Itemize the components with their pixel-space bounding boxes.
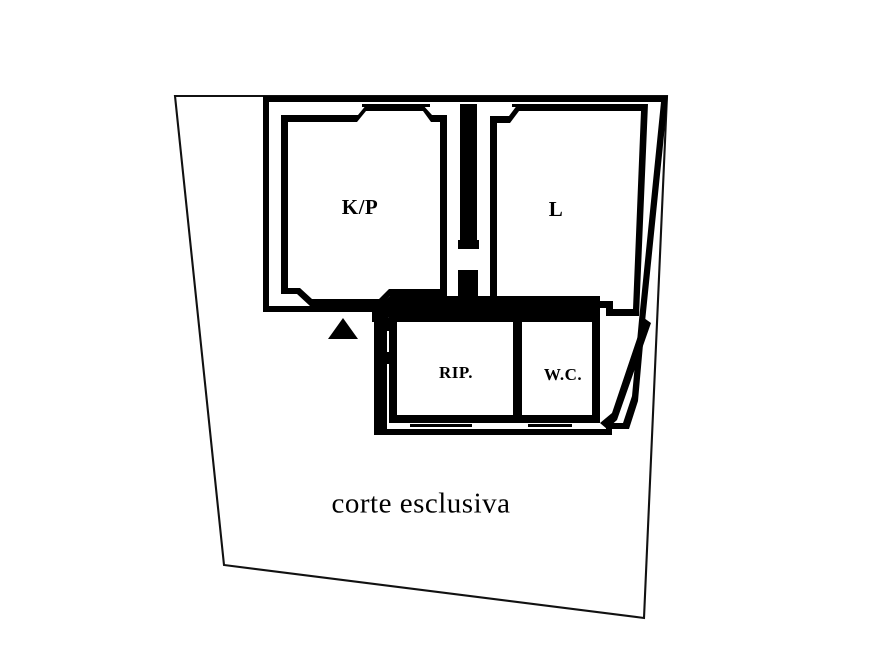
room-label-l: L	[549, 197, 564, 221]
window-rip-bottom	[410, 424, 472, 433]
window-wc-bottom	[528, 424, 572, 433]
window-l-top	[512, 97, 562, 107]
rooms-rip-wc-walls	[374, 314, 600, 435]
room-l-walls	[490, 104, 648, 316]
courtyard-label: corte esclusiva	[331, 488, 510, 520]
window-kp-top	[362, 97, 430, 107]
diagonal-wall-right	[600, 318, 651, 429]
partition-wall-kp-l	[458, 104, 479, 249]
corridor-wall	[372, 270, 600, 322]
room-label-wc: W.C.	[544, 365, 582, 384]
room-label-kp: K/P	[342, 195, 379, 219]
entrance-door-marker	[328, 318, 358, 339]
room-label-rip: RIP.	[439, 363, 473, 382]
